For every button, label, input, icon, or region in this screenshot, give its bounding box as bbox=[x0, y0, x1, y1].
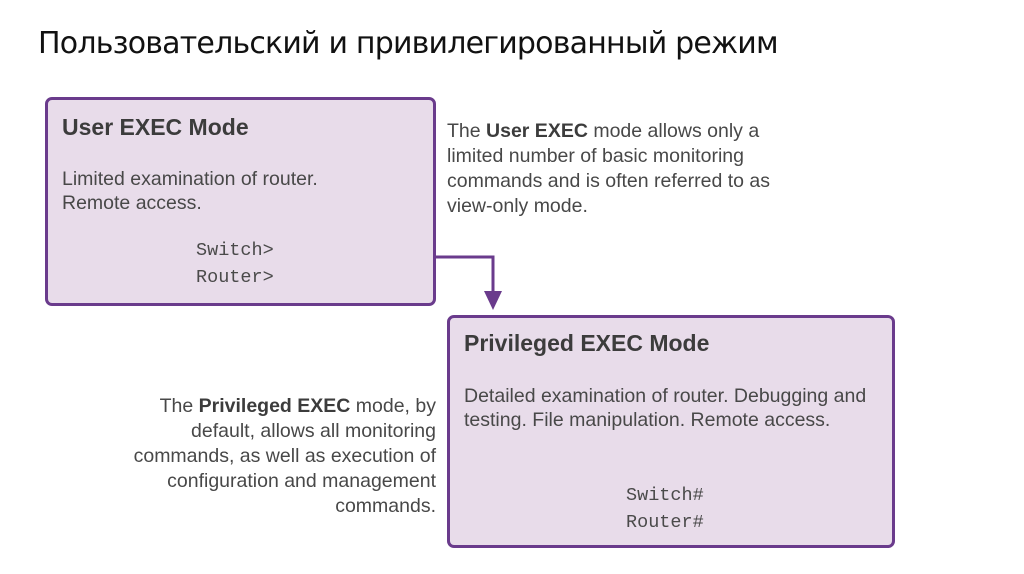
switch-user-prompt: Switch> bbox=[196, 240, 274, 261]
router-privileged-prompt: Router# bbox=[626, 512, 704, 533]
description-line: Remote access. bbox=[62, 192, 202, 214]
arrow-line bbox=[435, 255, 495, 294]
arrow-head bbox=[484, 291, 502, 310]
switch-privileged-prompt: Switch# bbox=[626, 485, 704, 506]
user-exec-callout: The User EXEC mode allows only a limited… bbox=[447, 119, 817, 219]
privileged-exec-mode-description: Detailed examination of router. Debuggin… bbox=[464, 385, 867, 431]
callout-suffix: mode, by default, allows all monitoring … bbox=[133, 395, 436, 517]
description-line: Limited examination of router. bbox=[62, 168, 318, 190]
privileged-exec-prompts: Switch# Router# bbox=[626, 482, 704, 536]
slide-title: Пользовательский и привилегированный реж… bbox=[38, 26, 779, 61]
privileged-exec-mode-heading: Privileged EXEC Mode bbox=[464, 330, 710, 356]
user-exec-prompts: Switch> Router> bbox=[196, 237, 274, 291]
router-user-prompt: Router> bbox=[196, 267, 274, 288]
callout-suffix: mode allows only a limited number of bas… bbox=[447, 120, 770, 217]
callout-prefix: The bbox=[447, 120, 487, 142]
privileged-exec-callout: The Privileged EXEC mode, by default, al… bbox=[96, 394, 436, 519]
callout-bold-term: Privileged EXEC bbox=[198, 395, 351, 417]
privileged-exec-mode-box: Privileged EXEC Mode Detailed examinatio… bbox=[447, 315, 895, 548]
user-exec-mode-box: User EXEC Mode Limited examination of ro… bbox=[45, 97, 436, 306]
user-exec-mode-heading: User EXEC Mode bbox=[62, 114, 249, 140]
callout-bold-term: User EXEC bbox=[486, 120, 588, 142]
callout-prefix: The bbox=[159, 395, 199, 417]
user-exec-mode-description: Limited examination of router. Remote ac… bbox=[62, 167, 402, 215]
